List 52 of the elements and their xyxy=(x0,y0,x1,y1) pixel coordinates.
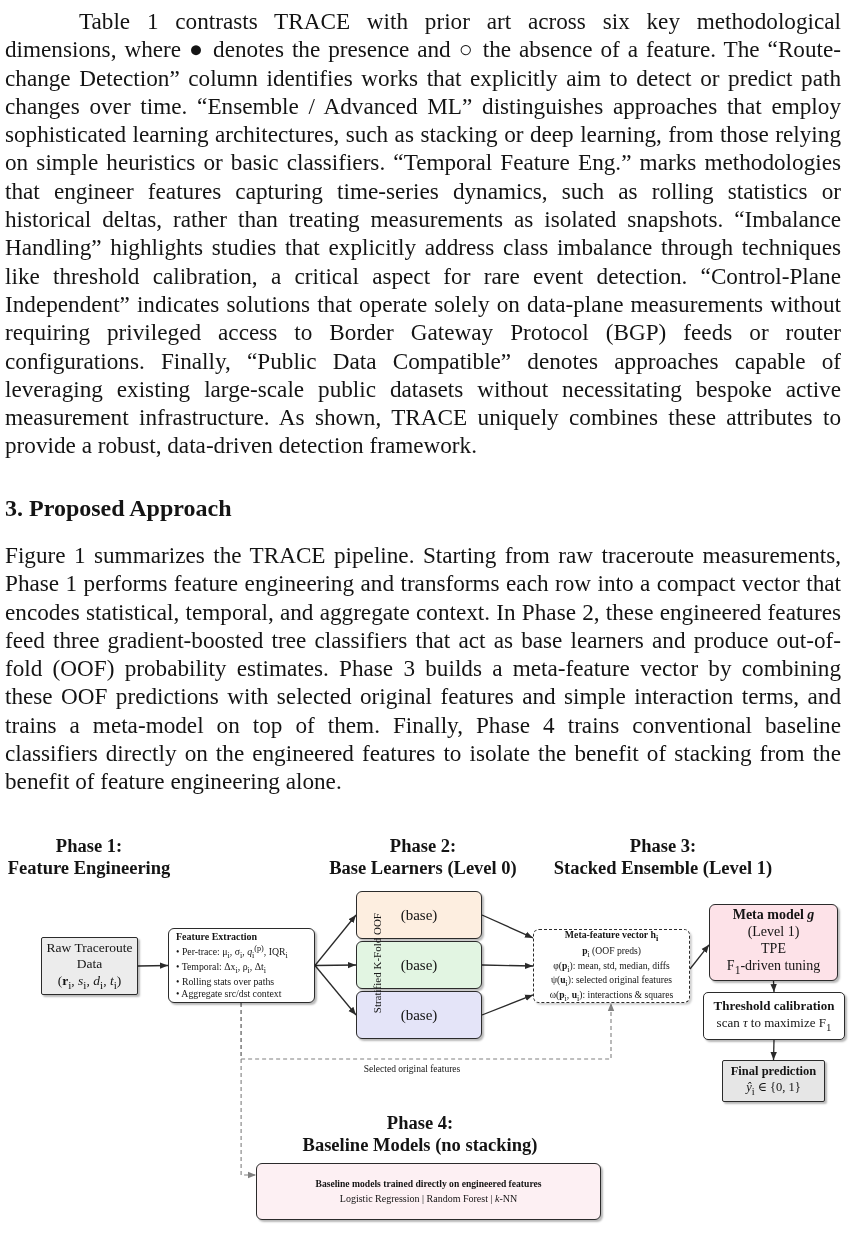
model-label: (base) xyxy=(400,906,438,924)
model-box xyxy=(356,891,482,939)
node-heading: Meta model g xyxy=(732,907,815,925)
arrow xyxy=(770,1039,777,1061)
baseline-box xyxy=(256,1163,601,1220)
dashed-arrow xyxy=(240,1002,257,1179)
arrow xyxy=(689,944,710,970)
arrow xyxy=(314,964,357,1016)
body-paragraph: Figure 1 summarizes the TRACE pipeline. Starting from raw traceroute measurements, Phase 1 performs feature engineering and transforms each row into a compact vector that encodes statistical, temporal, and aggregate context. In Phase 2, these engineered features feed three gradient-boosted tree classifiers that act as base learners and produce out-of-fold (OOF) probability estimates. Phase 3 builds a meta-feature vector by combining these OOF predictions with selected original features and simple interaction terms, and trains a meta-model on top of them. Finally, Phase 4 trains conventional baseline classifiers directly on the engineered features to isolate the benefit of stacking from the benefit of feature engineering alone. xyxy=(5,541,841,796)
node-heading: Final prediction xyxy=(730,1064,817,1079)
node-text: ω(p$_{i}$, u$_{i}$): interactions & squares xyxy=(549,988,674,1004)
body-paragraph: Table 1 contrasts TRACE with prior art across six key methodological dimensions, where ● denotes the presence and ○ the absence of a feature. The “Route-change Detection” column identifies works that explicitly aim to detect or predict path changes over time. “Ensemble / Advanced ML” distinguishes approaches that employ sophisticated learning architectures, such as stacking or deep learning, from those relying on simple heuristics or basic classifiers. “Temporal Feature Eng.” marks methodologies that engineer features capturing time-series dynamics, such as rolling statistics or historical deltas, rather than treating measurements as isolated snapshots. “Imbalance Handling” highlights studies that explicitly address class imbalance through techniques like threshold calibration, a critical aspect for rare event detection. “Control-Plane Independent” indicates solutions that operate solely on data-plane measurements without requiring privileged access to Border Gateway Protocol (BGP) feeds or router configurations. Finally, “Public Data Compatible” denotes approaches capable of leveraging existing large-scale public datasets without necessitating bespoke active measurement infrastructure. As shown, TRACE uniquely combines these attributes to provide a robust, data-driven detection framework. xyxy=(5,7,841,460)
arrow xyxy=(770,980,777,993)
node-text: (r$_{i}$, s$_{i}$, d$_{i}$, t$_{i}$) xyxy=(57,972,122,992)
node-text: scan τ to maximize F$_{1}$ xyxy=(716,1015,832,1034)
arrow xyxy=(137,962,169,969)
meta-model-box xyxy=(709,904,838,981)
calibration-box xyxy=(703,992,845,1040)
edge-label: Selected original features xyxy=(361,1064,463,1075)
output-box xyxy=(722,1060,825,1102)
node-text: ψ(u$_{i}$): selected original features xyxy=(551,974,672,989)
node-text: (Level 1) xyxy=(747,924,800,941)
model-label: (base) xyxy=(400,956,438,974)
bullet-text: • Temporal: Δx$_{i}$, ρ$_{i}$, Δt$_{i}$ xyxy=(176,961,267,977)
section-heading: 3. Proposed Approach xyxy=(5,494,233,523)
node-text: TPE xyxy=(761,941,786,958)
arrow xyxy=(481,914,534,939)
node-heading: Feature Extraction xyxy=(176,931,258,944)
phase-heading: Phase 4: Baseline Models (no stacking) xyxy=(302,1112,538,1156)
node-heading: Baseline models trained directly on engineered features xyxy=(315,1178,542,1190)
node-text: Logistic Regression | Random Forest | k-NN xyxy=(339,1192,518,1205)
arrow xyxy=(481,962,534,970)
arrow xyxy=(481,994,534,1016)
bullet-text: • Rolling stats over paths xyxy=(176,976,275,988)
data-source-box xyxy=(41,937,138,995)
phase-heading: Phase 3: Stacked Ensemble (Level 1) xyxy=(553,835,773,879)
node-text: ŷ$_{i}$ ∈ {0, 1} xyxy=(746,1080,801,1098)
arrow xyxy=(314,914,357,967)
meta-feature-box xyxy=(533,929,690,1003)
node-heading: Meta-feature vector h$_{i}$ xyxy=(564,928,659,944)
phase-heading: Phase 2: Base Learners (Level 0) xyxy=(329,835,517,879)
arrow xyxy=(314,961,357,969)
dashed-arrow xyxy=(240,1002,615,1060)
node-text: p$_{i}$ (OOF preds) xyxy=(582,945,641,960)
phase-heading: Phase 1: Feature Engineering xyxy=(7,835,171,879)
node-heading: Threshold calibration xyxy=(713,998,835,1014)
bullet-text: • Aggregate src/dst context xyxy=(176,987,282,1000)
node-text: φ(p$_{i}$): mean, std, median, diffs xyxy=(553,959,670,975)
bullet-text: • Per-trace: μ$_{i}$, σ$_{i}$, q$_{i}$$^{(p)}$, IQR$_{i}$ xyxy=(176,944,288,962)
node-text: F$_{1}$-driven tuning xyxy=(726,957,821,978)
model-label: (base) xyxy=(400,1006,438,1024)
feature-extraction-box xyxy=(168,928,315,1003)
